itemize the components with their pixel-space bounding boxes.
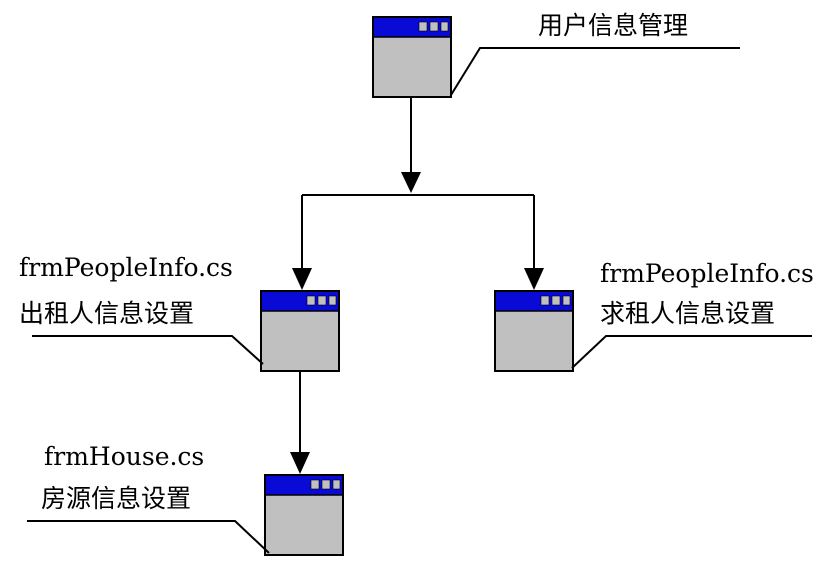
right-branch-arrow [524,268,544,290]
root-arrow [401,172,421,193]
landlord-callout-line [32,335,264,365]
house-arrow [290,452,310,474]
root-callout-line [450,47,740,96]
house-file: frmHouse.cs [44,442,204,471]
landlord-window-icon [260,290,340,372]
landlord-file: frmPeopleInfo.cs [19,253,233,282]
tenant-title: 求租人信息设置 [600,299,775,328]
tenant-callout-line [571,335,812,369]
left-branch-arrow [292,268,312,290]
house-window-icon [264,474,344,556]
house-title: 房源信息设置 [41,484,191,513]
root-window-icon [372,16,452,98]
house-callout-line [27,520,270,554]
tenant-window-icon [494,290,574,372]
tenant-file: frmPeopleInfo.cs [600,259,814,288]
root-title: 用户信息管理 [538,11,688,40]
landlord-title: 出租人信息设置 [19,299,194,328]
